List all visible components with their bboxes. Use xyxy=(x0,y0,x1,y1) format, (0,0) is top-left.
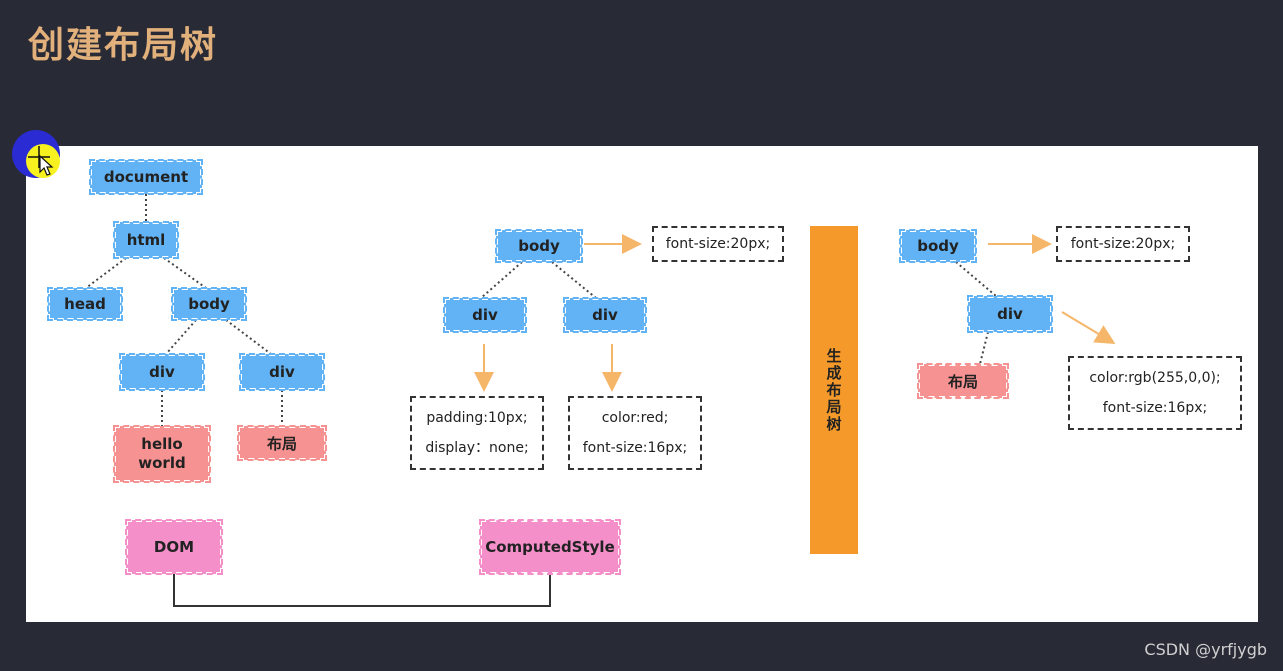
generate-layout-tree-label: 生成布局树 xyxy=(824,347,843,433)
style-rule: font-size:16px; xyxy=(1102,400,1208,416)
connector-lines xyxy=(85,194,1116,607)
dom-node-head: head xyxy=(47,287,123,321)
style-rule: padding:10px; xyxy=(426,410,528,426)
style-rule: color:red; xyxy=(601,410,669,426)
style-node-div: div xyxy=(563,297,647,333)
page-title: 创建布局树 xyxy=(28,25,219,66)
layout-node-body: body xyxy=(899,229,977,263)
dom-text-node: hello world xyxy=(113,425,211,483)
dom-node-body: body xyxy=(171,287,247,321)
style-rule: font-size:20px; xyxy=(1070,236,1176,252)
style-rule: font-size:20px; xyxy=(665,236,771,252)
div-style-box: padding:10px; display：none; xyxy=(410,396,544,470)
style-node-body: body xyxy=(495,229,583,263)
style-node-div: div xyxy=(443,297,527,333)
layout-text-node: 布局 xyxy=(917,363,1009,399)
style-rule: display：none; xyxy=(425,440,529,456)
computed-style-label: ComputedStyle xyxy=(479,519,621,575)
dom-node-html: html xyxy=(113,221,179,259)
watermark: CSDN @yrfjygb xyxy=(1144,640,1267,659)
body-style-box: font-size:20px; xyxy=(652,226,784,262)
pointer-cursor-icon xyxy=(12,130,60,178)
dom-node-document: document xyxy=(89,159,203,195)
dom-node-div: div xyxy=(239,353,325,391)
dom-node-div: div xyxy=(119,353,205,391)
div-style-box: color:red; font-size:16px; xyxy=(568,396,702,470)
layout-body-style-box: font-size:20px; xyxy=(1056,226,1190,262)
layout-div-style-box: color:rgb(255,0,0); font-size:16px; xyxy=(1068,356,1242,430)
diagram-canvas: document html head body div div hello wo… xyxy=(26,146,1258,622)
layout-node-div: div xyxy=(967,295,1053,333)
dom-text-node: 布局 xyxy=(237,425,327,461)
dom-label: DOM xyxy=(125,519,223,575)
style-rule: color:rgb(255,0,0); xyxy=(1089,370,1221,386)
generate-layout-tree-bar: 生成布局树 xyxy=(810,226,858,554)
style-rule: font-size:16px; xyxy=(582,440,688,456)
